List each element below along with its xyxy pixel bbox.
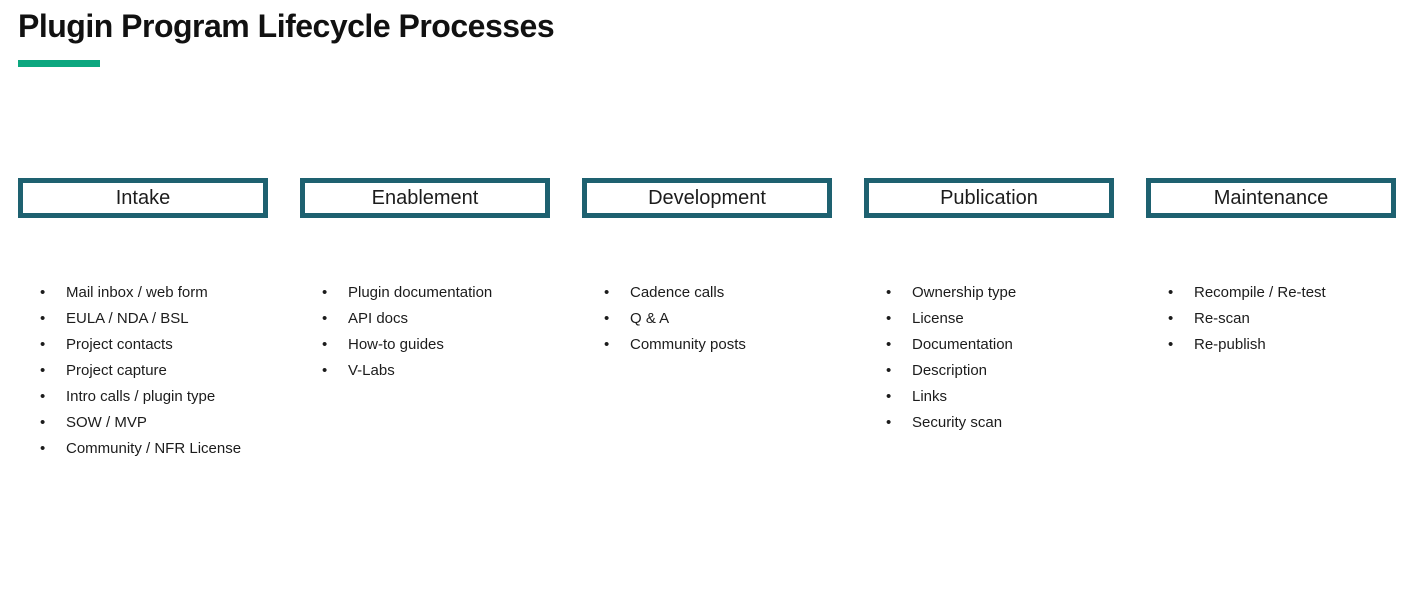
list-item: SOW / MVP	[18, 410, 268, 436]
column-publication: Publication Ownership type License Docum…	[864, 178, 1114, 462]
list-item: Intro calls / plugin type	[18, 384, 268, 410]
stage-box-maintenance: Maintenance	[1146, 178, 1396, 218]
column-development: Development Cadence calls Q & A Communit…	[582, 178, 832, 462]
stage-box-publication: Publication	[864, 178, 1114, 218]
list-item: How-to guides	[300, 332, 550, 358]
page-title: Plugin Program Lifecycle Processes	[18, 8, 555, 44]
stage-box-enablement: Enablement	[300, 178, 550, 218]
column-maintenance: Maintenance Recompile / Re-test Re-scan …	[1146, 178, 1396, 462]
list-item: License	[864, 306, 1114, 332]
column-intake: Intake Mail inbox / web form EULA / NDA …	[18, 178, 268, 462]
list-item: Description	[864, 358, 1114, 384]
list-item: EULA / NDA / BSL	[18, 306, 268, 332]
list-item: V-Labs	[300, 358, 550, 384]
list-item: Plugin documentation	[300, 280, 550, 306]
stage-box-intake: Intake	[18, 178, 268, 218]
list-item: Mail inbox / web form	[18, 280, 268, 306]
list-item: Ownership type	[864, 280, 1114, 306]
list-item: Recompile / Re-test	[1146, 280, 1396, 306]
list-item: Re-publish	[1146, 332, 1396, 358]
stage-list-intake: Mail inbox / web form EULA / NDA / BSL P…	[18, 280, 268, 462]
stage-box-development: Development	[582, 178, 832, 218]
stage-label: Intake	[115, 187, 171, 209]
list-item: Re-scan	[1146, 306, 1396, 332]
column-enablement: Enablement Plugin documentation API docs…	[300, 178, 550, 462]
stage-list-development: Cadence calls Q & A Community posts	[582, 280, 832, 358]
stage-list-publication: Ownership type License Documentation Des…	[864, 280, 1114, 436]
list-item: Cadence calls	[582, 280, 832, 306]
list-item: Security scan	[864, 410, 1114, 436]
lifecycle-columns: Intake Mail inbox / web form EULA / NDA …	[18, 178, 1396, 462]
list-item: Documentation	[864, 332, 1114, 358]
list-item: API docs	[300, 306, 550, 332]
list-item: Project capture	[18, 358, 268, 384]
stage-list-enablement: Plugin documentation API docs How-to gui…	[300, 280, 550, 384]
list-item: Q & A	[582, 306, 832, 332]
list-item: Project contacts	[18, 332, 268, 358]
stage-label: Publication	[940, 187, 1038, 209]
stage-list-maintenance: Recompile / Re-test Re-scan Re-publish	[1146, 280, 1396, 358]
list-item: Community posts	[582, 332, 832, 358]
stage-label: Development	[648, 187, 766, 209]
list-item: Community / NFR License	[18, 436, 268, 462]
stage-label: Maintenance	[1213, 187, 1329, 209]
stage-label: Enablement	[371, 187, 479, 209]
title-accent-rule	[18, 60, 100, 67]
list-item: Links	[864, 384, 1114, 410]
